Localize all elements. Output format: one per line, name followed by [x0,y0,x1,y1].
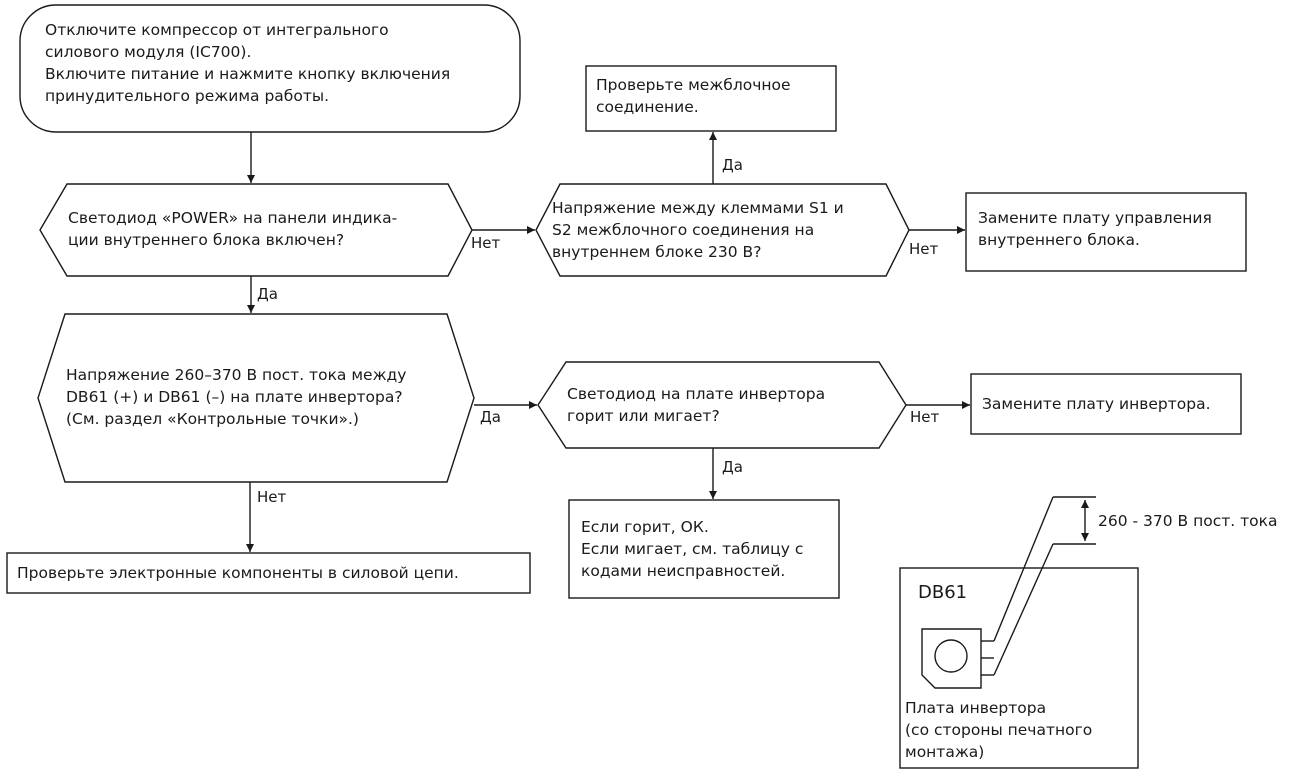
start-line-2: силового модуля (IC700). [45,43,252,61]
check-components-text: Проверьте электронные компоненты в силов… [17,562,459,584]
s1s2-voltage-decision [535,183,910,277]
replace-inverter-board-box [970,373,1242,435]
check-connection-text: Проверьте межблочное соединение. [596,74,791,118]
label-no-s1s2: Нет [909,240,939,258]
replace-control-line-1: Замените плату управления [978,209,1212,227]
label-no-db61: Нет [257,488,287,506]
inverter-board-caption: Плата инвертора (со стороны печатного мо… [905,697,1092,763]
db61-component-body [921,628,982,689]
inverter-led-decision [537,361,907,449]
replace-inverter-board-text: Замените плату инвертора. [982,393,1211,415]
db61-component-circle [934,639,968,673]
probe-lead-plus [993,496,1054,642]
start-box [19,4,521,133]
inverter-led-line-2: горит или мигает? [567,407,720,425]
caption-line-3: монтажа) [905,743,985,761]
inverter-board-outline [899,567,1139,769]
label-yes-power-down: Да [257,285,278,303]
inverter-led-question: Светодиод на плате инвертора горит или м… [567,383,825,427]
replace-control-board-box [965,192,1247,272]
if-lit-line-2: Если мигает, см. таблицу с [581,540,804,558]
check-components-box [6,552,531,594]
db61-component-label: DB61 [918,582,968,603]
s1s2-line-3: внутреннем блоке 230 В? [552,243,762,261]
replace-inverter-line-1: Замените плату инвертора. [982,395,1211,413]
s1s2-question: Напряжение между клеммами S1 и S2 межбло… [552,197,890,263]
db61-voltage-decision [37,313,475,483]
label-yes-inverter-led: Да [722,458,743,476]
replace-control-line-2: внутреннего блока. [978,231,1140,249]
start-line-3: Включите питание и нажмите кнопку включе… [45,65,451,83]
check-components-line-1: Проверьте электронные компоненты в силов… [17,564,459,582]
power-led-line-1: Светодиод «POWER» на панели индика- [68,209,398,227]
s1s2-line-1: Напряжение между клеммами S1 и [552,199,844,217]
label-no-power: Нет [471,234,501,252]
caption-line-1: Плата инвертора [905,699,1047,717]
db61-line-1: Напряжение 260–370 В пост. тока между [66,366,407,384]
power-led-decision [39,183,473,277]
power-led-line-2: ции внутреннего блока включен? [68,231,345,249]
start-line-4: принудительного режима работы. [45,87,330,105]
start-line-1: Отключите компрессор от интегрального [45,21,389,39]
check-connection-line-1: Проверьте межблочное [596,76,791,94]
caption-line-2: (со стороны печатного [905,721,1093,739]
power-led-question: Светодиод «POWER» на панели индика- ции … [68,207,397,251]
inverter-led-line-1: Светодиод на плате инвертора [567,385,826,403]
check-connection-box [585,65,837,132]
db61-line-2: DB61 (+) и DB61 (–) на плате инвертора? [66,388,403,406]
db61-line-3: (См. раздел «Контрольные точки».) [66,410,359,428]
if-lit-box [568,499,840,599]
probe-lead-minus [993,543,1054,676]
start-text: Отключите компрессор от интегрального си… [45,19,495,107]
replace-control-board-text: Замените плату управления внутреннего бл… [978,207,1212,251]
label-yes-db61: Да [480,408,501,426]
check-connection-line-2: соединение. [596,98,699,116]
s1s2-line-2: S2 межблочного соединения на [552,221,815,239]
label-yes-s1s2-up: Да [722,156,743,174]
label-no-inverter-led: Нет [910,408,940,426]
if-lit-line-1: Если горит, ОК. [581,518,709,536]
voltage-label: 260 - 370 В пост. тока [1098,512,1278,530]
if-lit-text: Если горит, ОК. Если мигает, см. таблицу… [581,516,803,582]
db61-question: Напряжение 260–370 В пост. тока между DB… [66,364,406,430]
if-lit-line-3: кодами неисправностей. [581,562,786,580]
